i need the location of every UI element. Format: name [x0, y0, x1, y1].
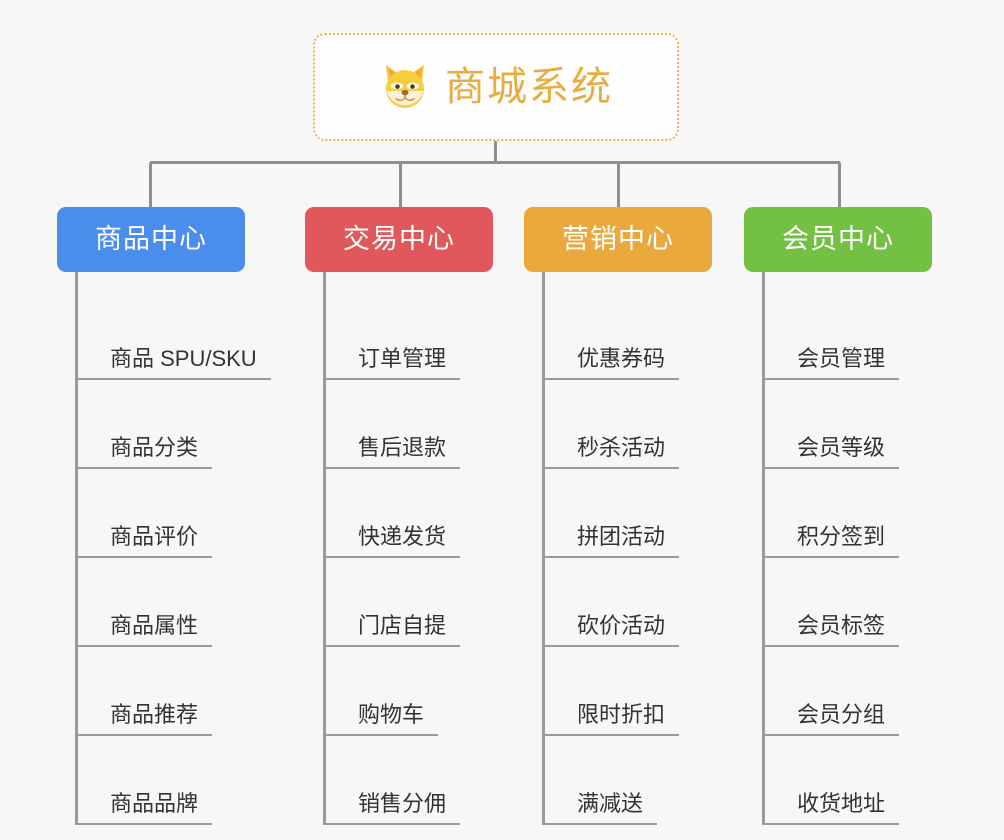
leaf-item[interactable]: 售后退款	[326, 380, 472, 469]
leaf-label: 积分签到	[797, 525, 900, 558]
leaf-item[interactable]: 会员管理	[765, 291, 952, 380]
leaf-label: 门店自提	[358, 614, 461, 647]
branch-header-label: 交易中心	[343, 224, 455, 254]
leaf-label: 购物车	[358, 703, 439, 736]
leaf-label: 快递发货	[358, 525, 461, 558]
branch-children-trade: 订单管理 售后退款 快递发货 门店自提 购物车 销售分佣	[323, 272, 472, 825]
leaf-item[interactable]: 会员标签	[765, 558, 952, 647]
leaf-label: 秒杀活动	[577, 436, 680, 469]
leaf-item[interactable]: 秒杀活动	[545, 380, 692, 469]
branch-header-member[interactable]: 会员中心	[744, 207, 932, 272]
leaf-item[interactable]: 购物车	[326, 647, 472, 736]
leaf-item[interactable]: 商品品牌	[78, 736, 252, 825]
branch-children-marketing: 优惠券码 秒杀活动 拼团活动 砍价活动 限时折扣 满减送	[542, 272, 692, 825]
leaf-item[interactable]: 销售分佣	[326, 736, 472, 825]
leaf-label: 商品评价	[110, 525, 213, 558]
branch-children-product: 商品 SPU/SKU 商品分类 商品评价 商品属性 商品推荐 商品品牌	[75, 272, 271, 825]
leaf-label: 限时折扣	[577, 703, 680, 736]
leaf-label: 商品 SPU/SKU	[110, 347, 271, 380]
branch-column-member: 会员中心 会员管理 会员等级 积分签到 会员标签 会员分组	[692, 207, 952, 825]
leaf-item[interactable]: 收货地址	[765, 736, 952, 825]
branch-header-trade[interactable]: 交易中心	[305, 207, 493, 272]
leaf-label: 砍价活动	[577, 614, 680, 647]
leaf-label: 会员标签	[797, 614, 900, 647]
leaf-label: 售后退款	[358, 436, 461, 469]
leaf-item[interactable]: 会员分组	[765, 647, 952, 736]
leaf-item[interactable]: 商品 SPU/SKU	[78, 291, 271, 380]
leaf-label: 商品推荐	[110, 703, 213, 736]
leaf-label: 会员管理	[797, 347, 900, 380]
leaf-item[interactable]: 商品评价	[78, 469, 252, 558]
leaf-label: 销售分佣	[358, 792, 461, 825]
leaf-label: 商品品牌	[110, 792, 213, 825]
branch-header-label: 会员中心	[782, 224, 894, 254]
leaf-item[interactable]: 订单管理	[326, 291, 472, 380]
leaf-item[interactable]: 砍价活动	[545, 558, 692, 647]
leaf-item[interactable]: 限时折扣	[545, 647, 692, 736]
leaf-item[interactable]: 商品分类	[78, 380, 252, 469]
leaf-item[interactable]: 商品推荐	[78, 647, 252, 736]
branch-column-product: 商品中心 商品 SPU/SKU 商品分类 商品评价 商品属性 商品推荐	[0, 207, 271, 825]
branch-header-product[interactable]: 商品中心	[57, 207, 245, 272]
branch-children-member: 会员管理 会员等级 积分签到 会员标签 会员分组 收货地址	[762, 272, 952, 825]
leaf-label: 会员等级	[797, 436, 900, 469]
branch-header-marketing[interactable]: 营销中心	[524, 207, 712, 272]
leaf-item[interactable]: 积分签到	[765, 469, 952, 558]
leaf-label: 商品属性	[110, 614, 213, 647]
leaf-label: 收货地址	[797, 792, 900, 825]
leaf-label: 优惠券码	[577, 347, 680, 380]
leaf-item[interactable]: 门店自提	[326, 558, 472, 647]
branch-column-marketing: 营销中心 优惠券码 秒杀活动 拼团活动 砍价活动 限时折扣	[472, 207, 712, 825]
branch-header-label: 商品中心	[95, 224, 207, 254]
root-node[interactable]: 商城系统	[313, 33, 679, 141]
leaf-label: 拼团活动	[577, 525, 680, 558]
leaf-label: 订单管理	[358, 347, 461, 380]
branch-column-trade: 交易中心 订单管理 售后退款 快递发货 门店自提 购物车	[252, 207, 493, 825]
root-title: 商城系统	[445, 65, 613, 109]
branch-columns: 商品中心 商品 SPU/SKU 商品分类 商品评价 商品属性 商品推荐	[0, 207, 1004, 825]
leaf-label: 会员分组	[797, 703, 900, 736]
leaf-item[interactable]: 满减送	[545, 736, 692, 825]
leaf-item[interactable]: 快递发货	[326, 469, 472, 558]
leaf-label: 商品分类	[110, 436, 213, 469]
branch-header-label: 营销中心	[562, 224, 674, 254]
leaf-label: 满减送	[577, 792, 658, 825]
leaf-item[interactable]: 会员等级	[765, 380, 952, 469]
leaf-item[interactable]: 商品属性	[78, 558, 252, 647]
leaf-item[interactable]: 拼团活动	[545, 469, 692, 558]
shiba-dog-face-icon	[379, 61, 431, 113]
leaf-item[interactable]: 优惠券码	[545, 291, 692, 380]
